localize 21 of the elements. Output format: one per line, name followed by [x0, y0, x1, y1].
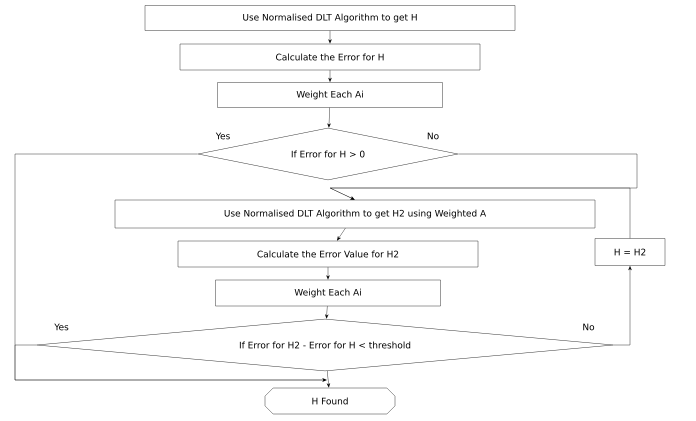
arrow [337, 228, 346, 241]
arrow [328, 30, 332, 44]
process-box: Use Normalised DLT Algorithm to get H2 using Weighted A [114, 200, 596, 228]
arrow [330, 188, 630, 238]
edge-label: No [428, 132, 439, 140]
arrow [14, 344, 327, 382]
arrow [328, 70, 332, 82]
arrow [327, 108, 331, 128]
edge-label: No [583, 324, 594, 330]
arrow [326, 267, 330, 280]
edge-label: Yes [54, 324, 68, 330]
process-box: Weight Each Ai [217, 82, 443, 108]
process-box: Calculate the Error for H [180, 44, 480, 70]
process-box: Calculate the Error Value for H2 [178, 240, 478, 268]
arrow [614, 266, 632, 346]
arrow [326, 370, 330, 388]
process-box: H = H2 [594, 238, 666, 266]
process-box: Weight Each Ai [215, 280, 441, 306]
edge-label: Yes [216, 132, 230, 140]
arrow [325, 306, 328, 319]
process-box: Use Normalised DLT Algorithm to get H [144, 5, 516, 31]
